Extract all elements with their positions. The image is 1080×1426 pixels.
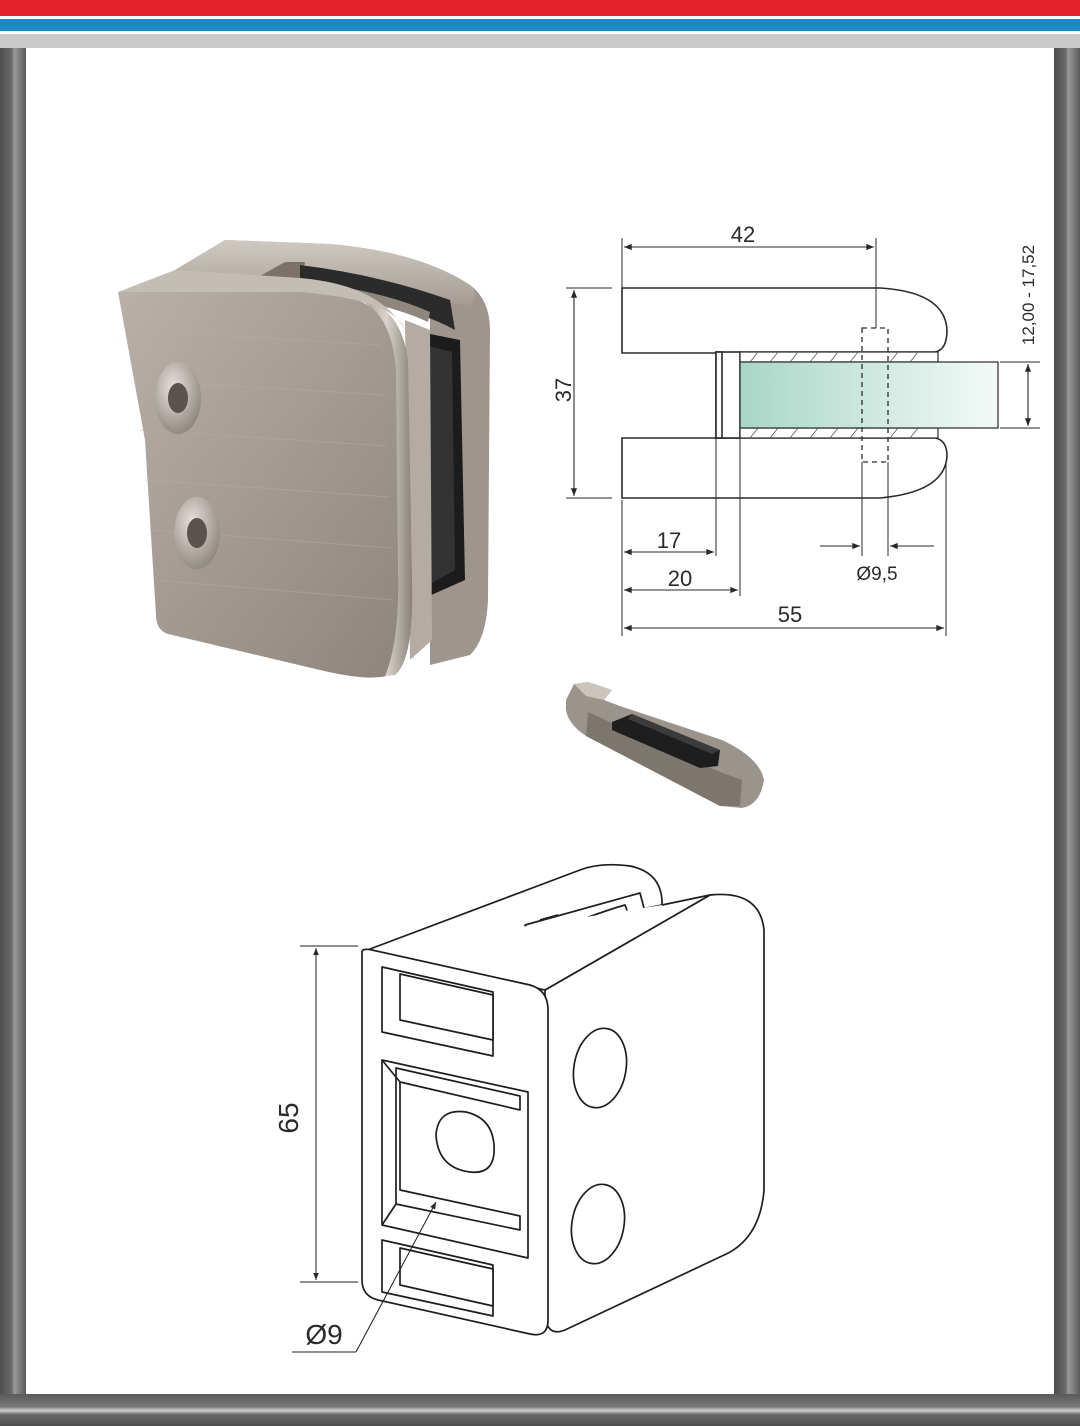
clamp-photo xyxy=(118,240,490,678)
dim-20-label: 20 xyxy=(668,566,692,591)
side-view-drawing xyxy=(566,238,1040,636)
insert-part-photo xyxy=(566,682,764,808)
dim-glass-thickness-label: 12,00 - 17,52 xyxy=(1019,245,1038,345)
dim-hole-label: Ø9,5 xyxy=(856,564,897,585)
dim-height-label: 37 xyxy=(551,378,576,402)
isometric-drawing xyxy=(292,863,765,1353)
top-stripe-white-2 xyxy=(0,31,1080,34)
dim-length-label: 55 xyxy=(778,602,802,627)
top-stripe-white xyxy=(0,16,1080,19)
frame-left xyxy=(0,48,26,1394)
top-stripe-grey xyxy=(0,34,1080,48)
frame-bottom xyxy=(0,1394,1080,1426)
top-stripe-blue xyxy=(0,19,1080,31)
dim-65-label: 65 xyxy=(273,1102,304,1133)
top-stripe-red xyxy=(0,0,1080,16)
dim-17-label: 17 xyxy=(657,528,681,553)
frame-right xyxy=(1054,48,1080,1394)
dim-width-label: 42 xyxy=(731,222,755,247)
dim-9-label: Ø9 xyxy=(305,1319,342,1350)
